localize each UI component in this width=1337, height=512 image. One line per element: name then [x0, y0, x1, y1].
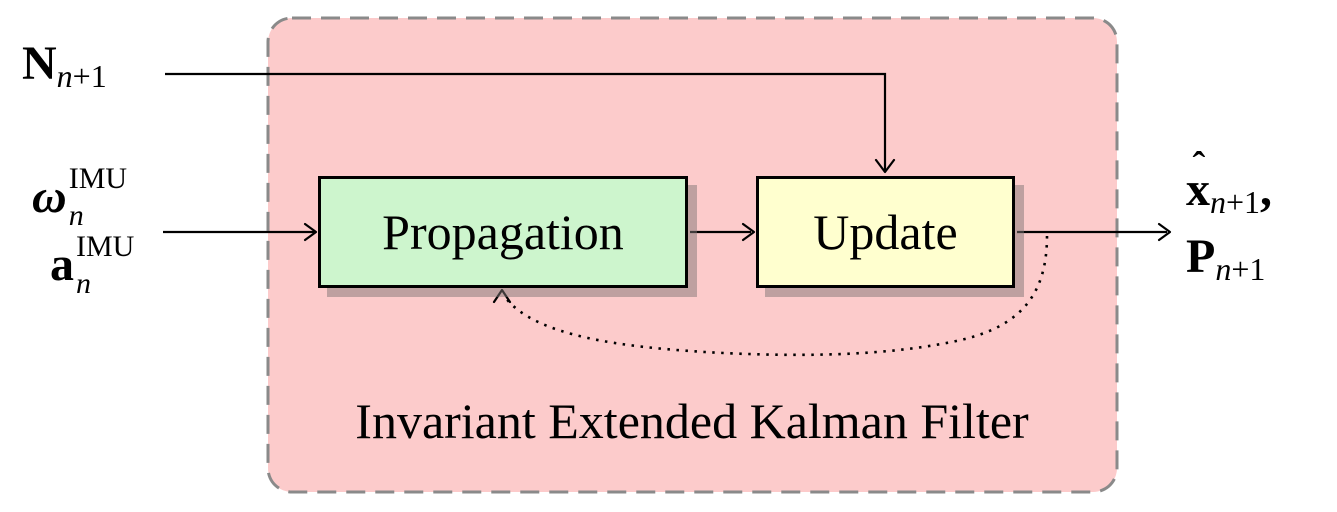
filter-container-box	[266, 16, 1119, 494]
hat-accent-icon: ˆ	[1192, 144, 1206, 187]
state-comma: ,	[1260, 163, 1273, 216]
feedback-arrowhead-up-icon	[492, 288, 512, 304]
state-subscript-n: n	[1210, 184, 1226, 221]
covariance-symbol: P	[1186, 230, 1216, 283]
accel-symbol: a	[50, 237, 74, 291]
feedback-dotted-curve	[503, 235, 1049, 357]
covariance-subscript-plus1: +1	[1231, 251, 1266, 288]
gyro-symbol: ω	[32, 169, 67, 223]
accel-subscript-n: n	[76, 267, 91, 300]
gyro-superscript-imu: IMU	[68, 162, 128, 195]
mid-arrowhead-right-icon	[741, 222, 756, 242]
update-block: Update	[756, 176, 1015, 288]
accel-input-label: a IMU n	[50, 230, 135, 300]
propagation-block-label: Propagation	[382, 204, 624, 260]
update-block-label: Update	[813, 204, 958, 260]
gyro-subscript-n: n	[68, 199, 84, 232]
imu-arrowhead-right-icon	[303, 222, 318, 242]
state-symbol: x	[1186, 163, 1210, 216]
state-subscript-plus1: +1	[1226, 184, 1261, 221]
filter-container-title: Invariant Extended Kalman Filter	[355, 393, 1029, 449]
noise-input-line	[165, 72, 887, 170]
gyro-input-label: ω IMU n	[32, 162, 128, 232]
noise-arrowhead-down-icon	[874, 158, 896, 174]
propagation-block: Propagation	[318, 176, 688, 288]
accel-superscript-imu: IMU	[76, 230, 135, 263]
covariance-subscript-n: n	[1215, 251, 1232, 288]
noise-symbol: N	[22, 37, 57, 90]
output-arrowhead-right-icon	[1157, 222, 1172, 242]
noise-subscript-n: n	[56, 58, 73, 95]
noise-subscript-plus1: +1	[72, 58, 107, 95]
